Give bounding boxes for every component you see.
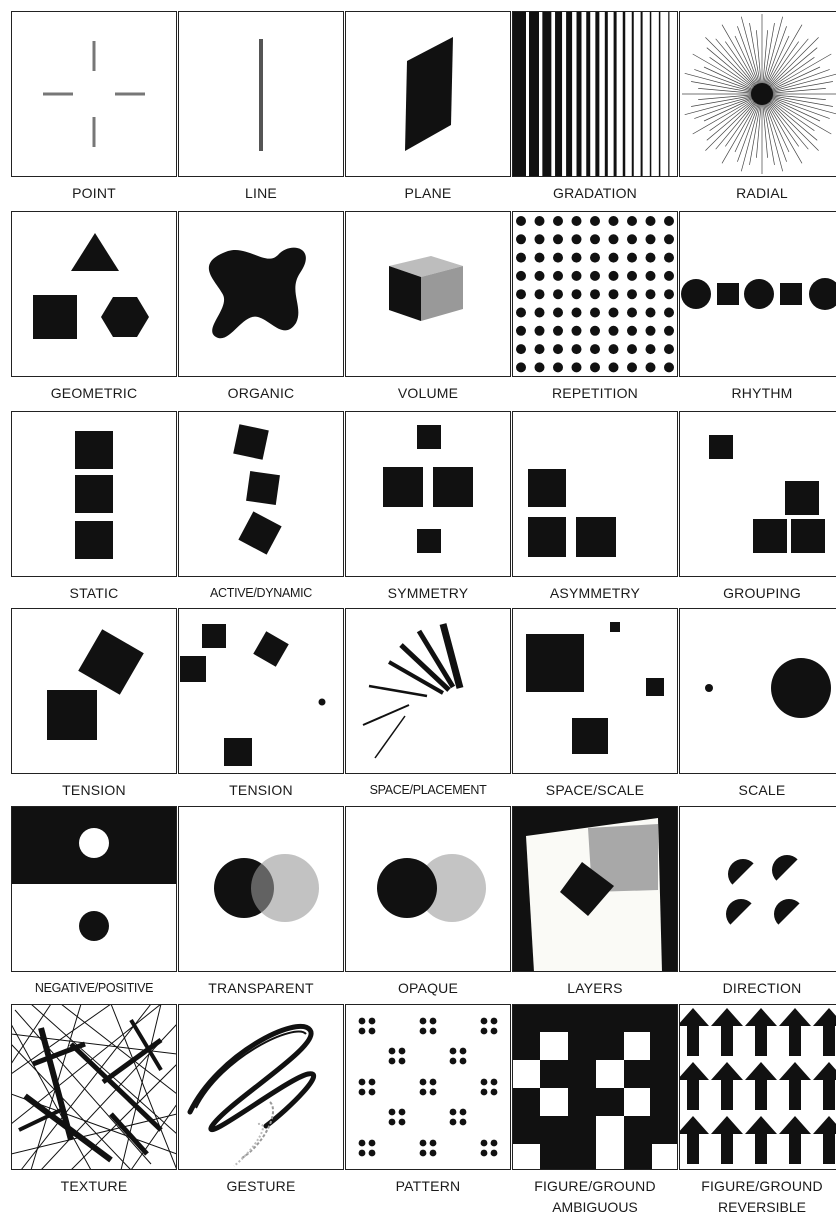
negpos-illustration (11, 806, 177, 972)
opaque-illustration (345, 806, 511, 972)
principle-cell-transparent: TRANSPARENT (167, 795, 355, 995)
symmetry-illustration (345, 411, 511, 577)
fgrev-illustration (679, 1004, 836, 1170)
principle-cell-active: ACTIVE/DYNAMIC (167, 400, 355, 600)
active-illustration (178, 411, 344, 577)
principle-cell-texture: TEXTURE (0, 993, 188, 1193)
principle-cell-pattern: PATTERN (334, 993, 522, 1193)
principle-cell-symmetry: SYMMETRY (334, 400, 522, 600)
gradation-illustration (512, 11, 678, 177)
layers-illustration (512, 806, 678, 972)
principle-cell-volume: VOLUME (334, 200, 522, 400)
texture-illustration (11, 1004, 177, 1170)
principle-cell-gesture: GESTURE (167, 993, 355, 1193)
texture-label: TEXTURE (0, 1171, 188, 1201)
principle-cell-opaque: OPAQUE (334, 795, 522, 995)
scale-illustration (679, 608, 836, 774)
line-illustration (178, 11, 344, 177)
principle-cell-negpos: NEGATIVE/POSITIVE (0, 795, 188, 995)
static-illustration (11, 411, 177, 577)
radial-illustration (679, 11, 836, 177)
repetition-illustration (512, 211, 678, 377)
principle-cell-direction: DIRECTION (668, 795, 836, 995)
geometric-illustration (11, 211, 177, 377)
direction-illustration (679, 806, 836, 972)
principle-cell-spacescale: SPACE/SCALE (501, 597, 689, 797)
organic-illustration (178, 211, 344, 377)
pattern-illustration (345, 1004, 511, 1170)
volume-illustration (345, 211, 511, 377)
principle-cell-grouping: GROUPING (668, 400, 836, 600)
fgamb-sublabel: AMBIGUOUS (501, 1197, 689, 1217)
tension2-illustration (178, 608, 344, 774)
point-illustration (11, 11, 177, 177)
pattern-label: PATTERN (334, 1171, 522, 1201)
spacescale-illustration (512, 608, 678, 774)
transparent-illustration (178, 806, 344, 972)
tension1-illustration (11, 608, 177, 774)
grouping-illustration (679, 411, 836, 577)
principle-cell-rhythm: RHYTHM (668, 200, 836, 400)
principle-cell-layers: LAYERS (501, 795, 689, 995)
principle-cell-line: LINE (167, 0, 355, 200)
fgamb-illustration (512, 1004, 678, 1170)
principle-cell-asymmetry: ASYMMETRY (501, 400, 689, 600)
principle-cell-point: POINT (0, 0, 188, 200)
principle-cell-gradation: GRADATION (501, 0, 689, 200)
principle-cell-organic: ORGANIC (167, 200, 355, 400)
rhythm-illustration (679, 211, 836, 377)
gesture-illustration (178, 1004, 344, 1170)
principle-cell-radial: RADIAL (668, 0, 836, 200)
principle-cell-plane: PLANE (334, 0, 522, 200)
principle-cell-geometric: GEOMETRIC (0, 200, 188, 400)
placement-illustration (345, 608, 511, 774)
principle-cell-tension2: TENSION (167, 597, 355, 797)
principle-cell-static: STATIC (0, 400, 188, 600)
asymmetry-illustration (512, 411, 678, 577)
principle-cell-repetition: REPETITION (501, 200, 689, 400)
plane-illustration (345, 11, 511, 177)
principle-cell-tension1: TENSION (0, 597, 188, 797)
fgrev-sublabel: REVERSIBLE (668, 1197, 836, 1217)
principle-cell-placement: SPACE/PLACEMENT (334, 597, 522, 797)
gesture-label: GESTURE (167, 1171, 355, 1201)
principle-cell-scale: SCALE (668, 597, 836, 797)
